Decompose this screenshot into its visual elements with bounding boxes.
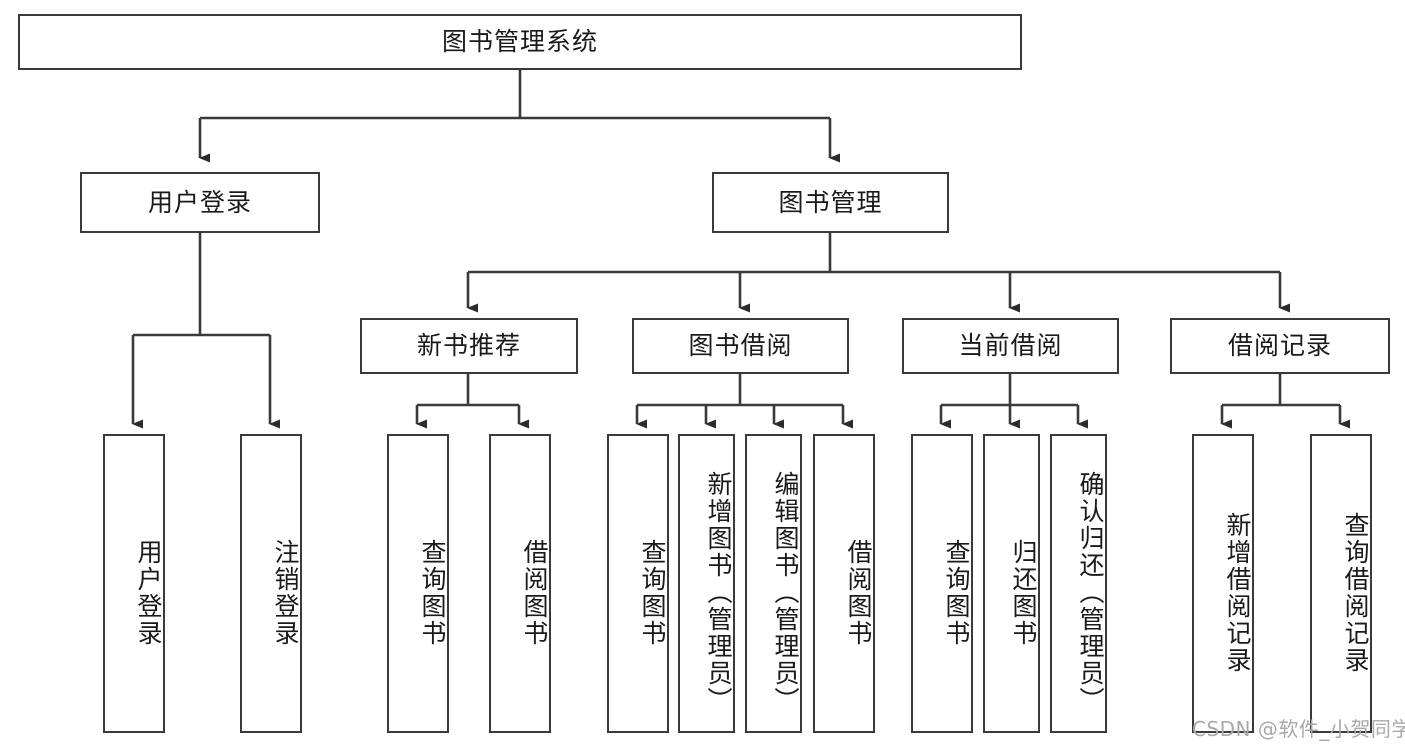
node-label: 编辑图书（管理员） <box>771 471 800 714</box>
node-label: 图书管理系统 <box>441 27 598 57</box>
node-user-login[interactable]: 用户登录 <box>80 172 320 233</box>
node-leaf-borrow-book[interactable]: 借阅图书 <box>813 434 875 733</box>
node-label: 新增图书（管理员） <box>704 471 733 714</box>
node-leaf-add-book-admin[interactable]: 新增图书（管理员） <box>678 434 735 733</box>
node-label: 归还图书 <box>1009 538 1038 647</box>
node-label: 用户登录 <box>147 187 252 217</box>
node-leaf-query-book-borrow[interactable]: 查询图书 <box>607 434 669 733</box>
watermark-text: CSDN @软件_小贺同学 <box>1192 717 1405 741</box>
node-label: 新增借阅记录 <box>1223 511 1252 674</box>
node-label: 新书推荐 <box>416 331 521 361</box>
node-label: 图书管理 <box>778 187 883 217</box>
node-label: 图书借阅 <box>688 331 793 361</box>
node-leaf-borrow-book-recommend[interactable]: 借阅图书 <box>489 434 551 733</box>
node-leaf-logout[interactable]: 注销登录 <box>240 434 302 733</box>
node-label: 确认归还（管理员） <box>1076 471 1105 714</box>
node-label: 用户登录 <box>134 538 163 647</box>
node-label: 查询图书 <box>638 538 667 647</box>
node-label: 借阅图书 <box>844 538 873 647</box>
node-label: 借阅记录 <box>1227 331 1332 361</box>
node-leaf-query-book-recommend[interactable]: 查询图书 <box>387 434 449 733</box>
node-book-borrow[interactable]: 图书借阅 <box>632 318 849 374</box>
node-leaf-confirm-return-admin[interactable]: 确认归还（管理员） <box>1050 434 1107 733</box>
node-label: 注销登录 <box>271 538 300 647</box>
node-label: 查询图书 <box>418 538 447 647</box>
node-leaf-query-book-current[interactable]: 查询图书 <box>911 434 973 733</box>
node-leaf-add-borrow-record[interactable]: 新增借阅记录 <box>1192 434 1254 733</box>
node-book-management[interactable]: 图书管理 <box>712 172 949 233</box>
node-leaf-query-borrow-record[interactable]: 查询借阅记录 <box>1310 434 1372 733</box>
node-label: 当前借阅 <box>958 331 1063 361</box>
node-label: 查询图书 <box>942 538 971 647</box>
node-new-book-recommend[interactable]: 新书推荐 <box>360 318 578 374</box>
node-borrow-record[interactable]: 借阅记录 <box>1170 318 1390 374</box>
node-leaf-return-book[interactable]: 归还图书 <box>983 434 1040 733</box>
node-label: 借阅图书 <box>520 538 549 647</box>
node-label: 查询借阅记录 <box>1341 511 1370 674</box>
node-root-book-management-system[interactable]: 图书管理系统 <box>18 14 1022 70</box>
node-leaf-edit-book-admin[interactable]: 编辑图书（管理员） <box>745 434 802 733</box>
node-current-borrow[interactable]: 当前借阅 <box>902 318 1119 374</box>
node-leaf-user-login[interactable]: 用户登录 <box>103 434 165 733</box>
